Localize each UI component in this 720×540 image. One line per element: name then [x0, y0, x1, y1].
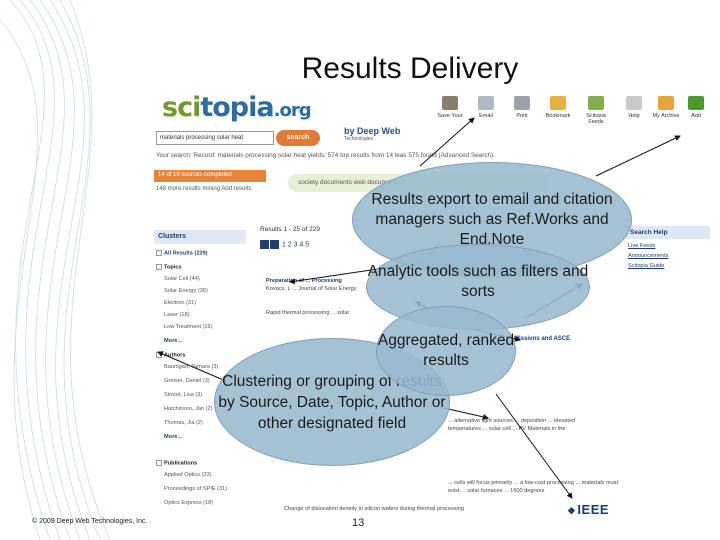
add-icon [688, 96, 704, 110]
cluster-item[interactable]: Laser (18) [164, 312, 190, 318]
result-snippet: ... cells will focus primarily ... a low… [448, 480, 619, 494]
email-icon [478, 96, 494, 110]
cluster-item[interactable]: Stroud, Lisa (3) [164, 392, 203, 398]
feeds-icon [588, 96, 604, 110]
ieee-logo: IEEE [568, 502, 609, 517]
bookmark-tool-button[interactable]: Bookmark [542, 96, 574, 119]
right-link[interactable]: Announcements [628, 253, 669, 259]
collapse-icon [156, 460, 162, 466]
cluster-item[interactable]: Solar Energy (36) [164, 288, 208, 294]
help-tool-button[interactable]: Help [618, 96, 650, 119]
result-title[interactable]: Change of dislocation density in silicon… [284, 506, 465, 512]
feeds-tool-button[interactable]: Scitopia Feeds [580, 96, 612, 125]
decorative-swirl [0, 0, 111, 540]
cluster-item[interactable]: Low Treatment (16) [164, 324, 213, 330]
callout-aggregated: Aggregated, ranked results [376, 306, 516, 396]
sources-note: 148 more results mining Add results [156, 186, 252, 192]
search-summary: Your search: Record: materials processin… [156, 152, 494, 159]
scitopia-logo[interactable]: scitopia.org [162, 92, 312, 123]
right-link[interactable]: Live Feeds [628, 243, 656, 249]
cluster-item[interactable]: Proceedings of SPIE (31) [164, 486, 228, 492]
collapse-icon [156, 264, 162, 270]
save-tool-button[interactable]: Save Your [434, 96, 466, 119]
missions-label: Missions and ASCE [514, 336, 571, 342]
prev-page-icon[interactable] [270, 240, 279, 249]
sources-progress[interactable]: 14 of 19 sources completed [154, 170, 266, 182]
cluster-more-link[interactable]: More... [164, 338, 183, 344]
right-link[interactable]: Scitopia Guide [628, 263, 665, 269]
archive-tool-button[interactable]: My Archive [650, 96, 682, 119]
pagination[interactable]: 1 2 3 4 5 [260, 240, 309, 249]
cluster-item[interactable]: Applied Optics (33) [164, 472, 212, 478]
cluster-item[interactable]: Hutchinson, Jan (2) [164, 406, 213, 412]
cluster-section-publications[interactable]: Publications [156, 460, 248, 466]
page-number: 13 [352, 517, 365, 529]
collapse-icon [156, 352, 162, 358]
cluster-more-link[interactable]: More... [164, 434, 183, 440]
cluster-item[interactable]: Thomas, Jia (2) [164, 420, 203, 426]
results-count: Results 1 - 25 of 229 [260, 226, 320, 233]
cluster-section-authors[interactable]: Authors [156, 352, 248, 358]
search-help-header[interactable]: Search Help [626, 226, 710, 239]
copyright: © 2009 Deep Web Technologies, Inc. [32, 518, 148, 525]
search-input[interactable]: materials processing solar heat [156, 131, 274, 145]
archive-icon [658, 96, 674, 110]
search-button[interactable]: search [276, 130, 320, 146]
result-snippet: Rapid thermal processing ... solar [266, 310, 350, 316]
toolbar: Save Your Email Print Bookmark Scitopia … [428, 96, 710, 132]
cluster-all-results[interactable]: All Results (229) [156, 250, 248, 256]
save-icon [442, 96, 458, 110]
cluster-item[interactable]: Electron (31) [164, 300, 197, 306]
help-icon [626, 96, 642, 110]
email-tool-button[interactable]: Email [470, 96, 502, 119]
cluster-section-topics[interactable]: Topics [156, 264, 248, 270]
checkbox-icon [156, 250, 162, 256]
first-page-icon[interactable] [260, 240, 269, 249]
slide-title: Results Delivery [301, 52, 519, 85]
right-column: Search Help Live Feeds Announcements Sci… [626, 226, 710, 273]
bookmark-icon [550, 96, 566, 110]
cluster-item[interactable]: Solar Cell (44) [164, 276, 200, 282]
print-tool-button[interactable]: Print [506, 96, 538, 119]
add-tool-button[interactable]: Add [680, 96, 710, 119]
clusters-header: Clusters [154, 230, 246, 244]
result-snippet: ... alternative light sources ... deposi… [448, 418, 576, 432]
print-icon [514, 96, 530, 110]
cluster-item[interactable]: Optics Express (18) [164, 500, 214, 506]
